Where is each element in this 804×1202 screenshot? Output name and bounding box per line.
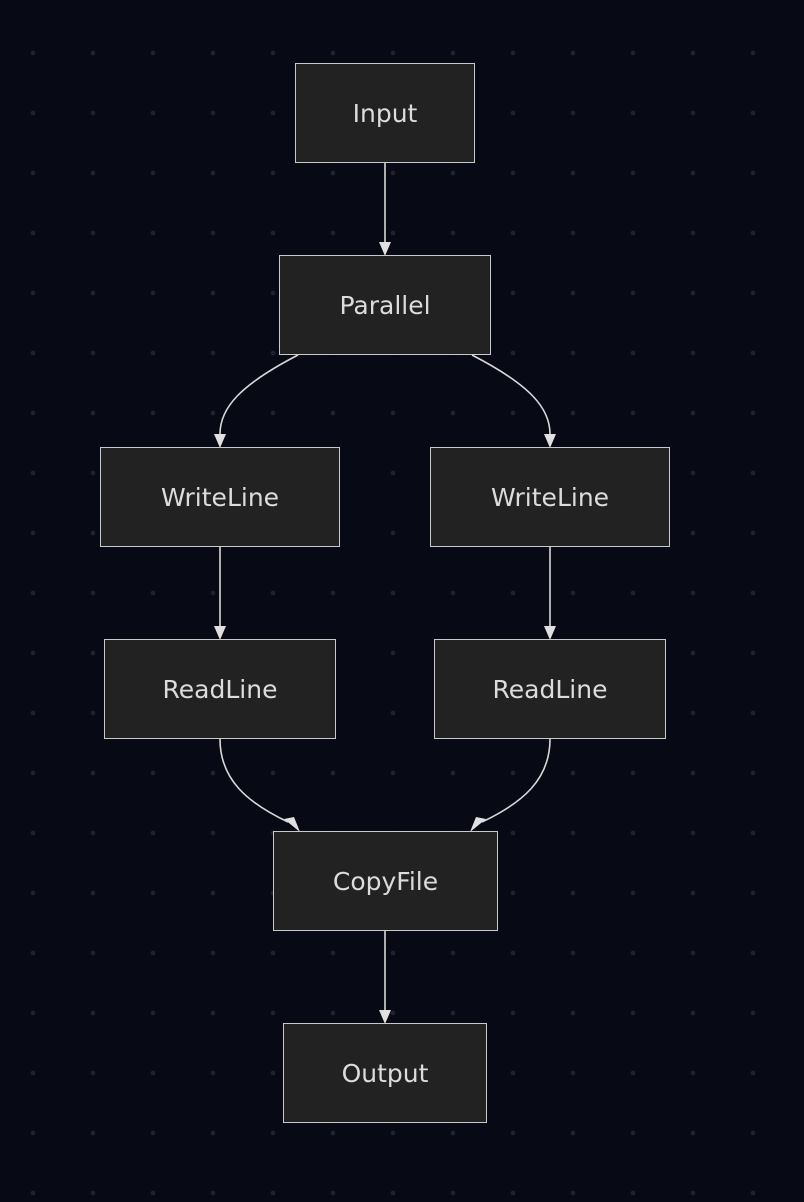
arrowhead-parallel-writeline-left xyxy=(214,434,226,448)
arrowhead-copyfile-output xyxy=(379,1010,391,1024)
node-writeline-right-label: WriteLine xyxy=(490,482,610,512)
node-parallel[interactable]: Parallel xyxy=(279,255,491,355)
node-parallel-label: Parallel xyxy=(339,290,431,320)
node-input-label: Input xyxy=(352,98,418,128)
node-copyfile-label: CopyFile xyxy=(332,866,439,896)
node-readline-right[interactable]: ReadLine xyxy=(434,639,666,739)
arrowhead-input-parallel xyxy=(379,242,391,256)
edge-parallel-writeline-left xyxy=(219,354,299,435)
edge-readline-right-copyfile xyxy=(481,738,551,823)
arrowhead-parallel-writeline-right xyxy=(544,434,556,448)
arrowhead-writeline-right-readline-right xyxy=(544,626,556,640)
node-readline-right-label: ReadLine xyxy=(492,674,608,704)
arrowhead-readline-left-copyfile xyxy=(284,817,300,832)
node-copyfile[interactable]: CopyFile xyxy=(273,831,498,931)
arrowhead-writeline-left-readline-left xyxy=(214,626,226,640)
node-readline-left[interactable]: ReadLine xyxy=(104,639,336,739)
node-output[interactable]: Output xyxy=(283,1023,487,1123)
edge-parallel-writeline-right xyxy=(471,354,551,435)
edge-readline-left-copyfile xyxy=(219,738,289,823)
node-output-label: Output xyxy=(341,1058,429,1088)
node-writeline-left[interactable]: WriteLine xyxy=(100,447,340,547)
node-readline-left-label: ReadLine xyxy=(162,674,278,704)
node-writeline-left-label: WriteLine xyxy=(160,482,280,512)
arrowhead-readline-right-copyfile xyxy=(470,817,486,832)
node-input[interactable]: Input xyxy=(295,63,475,163)
node-writeline-right[interactable]: WriteLine xyxy=(430,447,670,547)
